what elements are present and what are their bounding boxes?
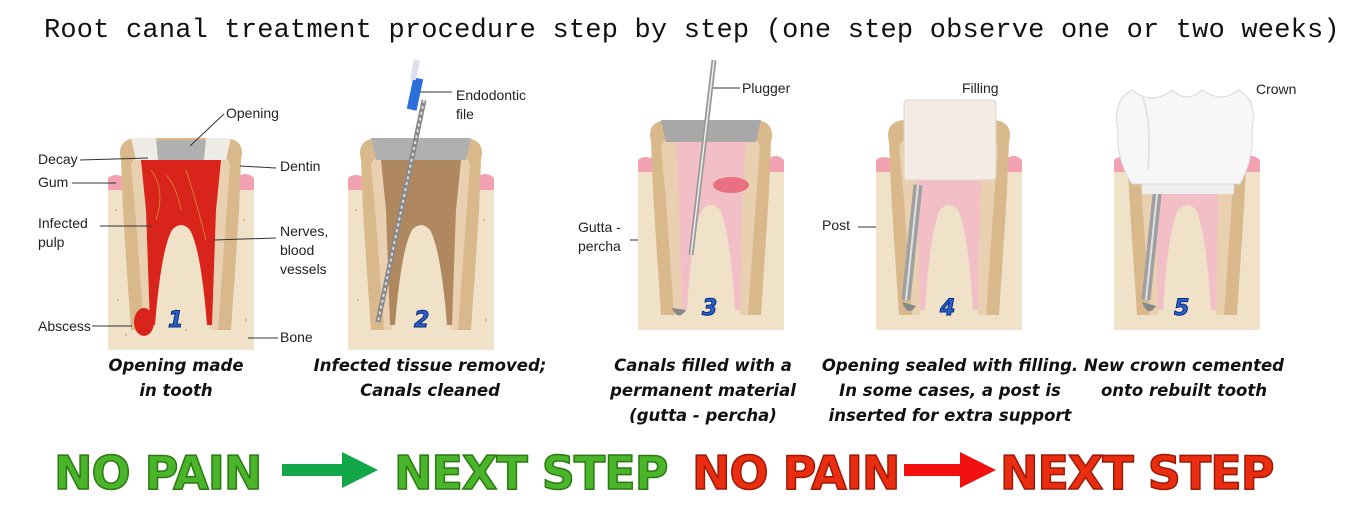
step-1-caption: Opening made in tooth (108, 356, 244, 400)
step-3-caption: Canals filled with a permanent material … (610, 356, 796, 425)
step-number: 1 (167, 308, 184, 334)
step-3-panel: 3 (636, 59, 786, 350)
tooth-illustration-2 (348, 59, 494, 350)
label-crown: Crown (1256, 81, 1297, 97)
step-2-caption: Infected tissue removed; Canals cleaned (313, 356, 547, 400)
label-decay: Decay (38, 151, 78, 167)
step-5-panel: 5 (1112, 60, 1262, 350)
page-title: Root canal treatment procedure step by s… (44, 16, 1340, 46)
step-2-panel: 2 (346, 59, 496, 350)
next-step-text-green: NEXT STEP (393, 445, 669, 501)
step-4-caption: Opening sealed with filling. In some cas… (821, 356, 1079, 425)
tooth-illustration-1 (108, 138, 254, 350)
step-number: 2 (413, 308, 430, 334)
next-step-text-red: NEXT STEP (999, 445, 1275, 501)
label-bone: Bone (280, 329, 313, 345)
tooth-illustration-3 (638, 59, 784, 330)
label-filling: Filling (962, 80, 999, 96)
label-abscess: Abscess (38, 318, 91, 334)
label-gum: Gum (38, 174, 69, 190)
step-number: 5 (1173, 296, 1190, 322)
no-pain-text-red: NO PAIN (691, 445, 901, 501)
label-dentin: Dentin (280, 158, 321, 174)
no-pain-text-green: NO PAIN (53, 445, 263, 501)
label-endodontic-file: Endodontic file (456, 87, 527, 122)
step-number: 4 (939, 296, 956, 322)
label-post: Post (822, 217, 851, 233)
label-nerves: Nerves, blood vessels (280, 223, 329, 277)
tooth-illustration-4 (876, 99, 1022, 330)
label-infected-pulp: Infected pulp (38, 215, 88, 250)
step-1-panel: 1 (106, 60, 256, 350)
step-4-panel: 4 (874, 60, 1024, 350)
label-plugger: Plugger (742, 80, 791, 96)
step-5-caption: New crown cemented onto rebuilt tooth (1084, 356, 1284, 400)
step-number: 3 (701, 296, 718, 322)
green-arrow-icon (282, 452, 378, 488)
red-arrow-icon (904, 452, 996, 488)
label-gutta-percha: Gutta - percha (578, 219, 621, 254)
label-opening: Opening (226, 105, 279, 121)
tooth-illustration-5 (1114, 89, 1260, 330)
